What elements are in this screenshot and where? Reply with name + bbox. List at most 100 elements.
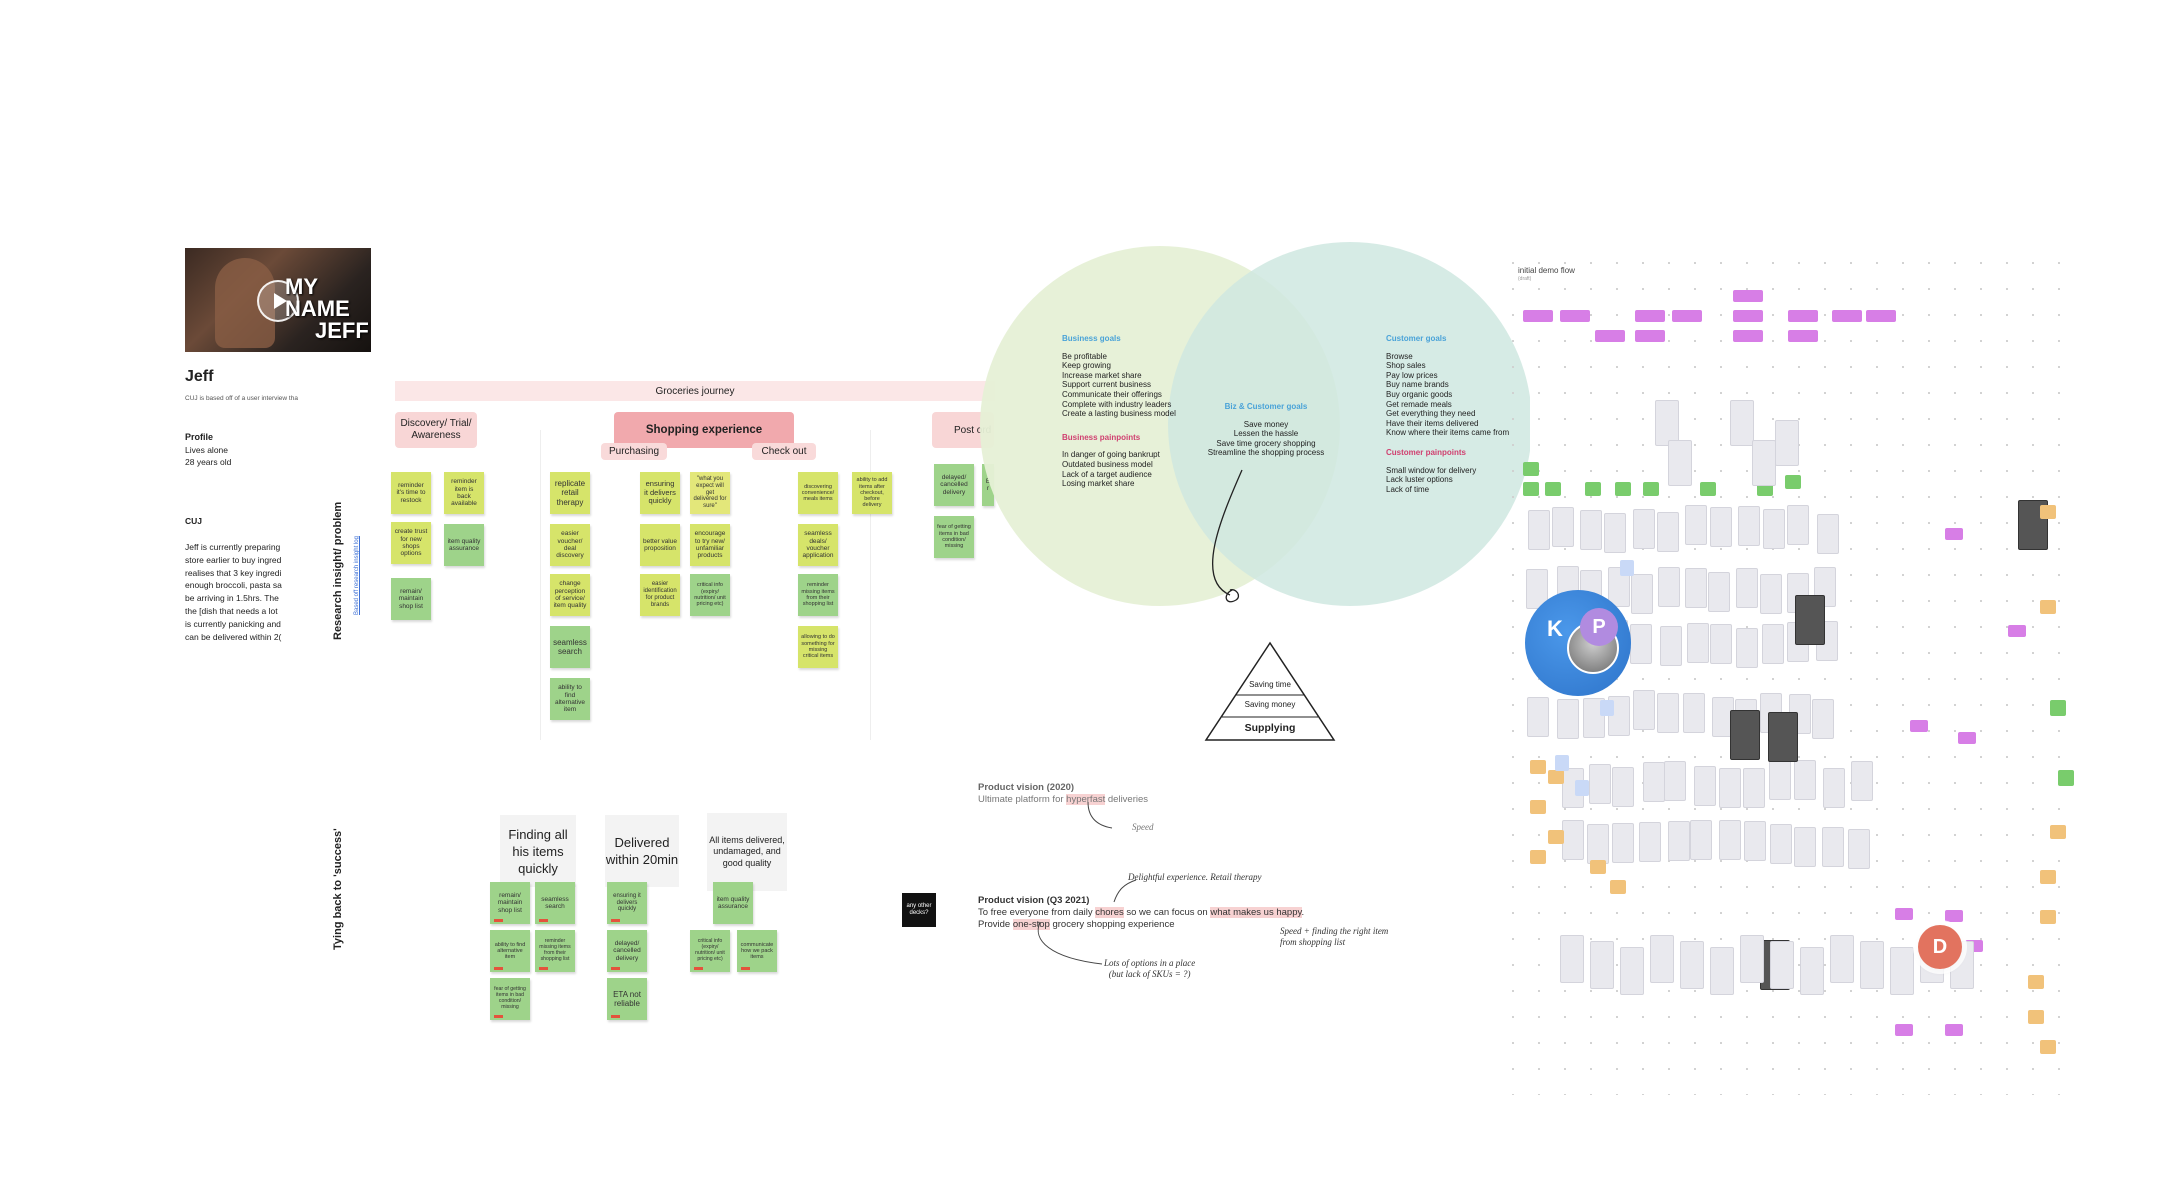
flow-sticky[interactable] xyxy=(1548,770,1564,784)
flow-screen[interactable] xyxy=(1812,699,1834,739)
flow-tag[interactable] xyxy=(1895,908,1913,920)
flow-step-card[interactable] xyxy=(1832,310,1862,322)
flow-step-card[interactable] xyxy=(1635,330,1665,342)
flow-screen[interactable] xyxy=(1694,766,1716,806)
flow-step-card[interactable] xyxy=(1672,310,1702,322)
flow-step-card[interactable] xyxy=(1635,310,1665,322)
sticky-note[interactable]: ensuring it delivers quickly xyxy=(607,882,647,924)
flow-step-card[interactable] xyxy=(1523,310,1553,322)
flow-screen[interactable] xyxy=(1795,595,1825,645)
sticky-note[interactable]: communicate how we pack items xyxy=(737,930,777,972)
flow-tag[interactable] xyxy=(1945,1024,1963,1036)
collaborator-avatar-p[interactable]: P xyxy=(1580,608,1618,646)
flow-screen[interactable] xyxy=(1730,400,1754,446)
success-card-delivered-20min[interactable]: Delivered within 20min xyxy=(605,815,679,887)
flow-step-card[interactable] xyxy=(1733,330,1763,342)
sticky-note[interactable]: easier voucher/ deal discovery xyxy=(550,524,590,566)
flow-screen[interactable] xyxy=(1589,764,1611,804)
flow-sticky[interactable] xyxy=(1620,560,1634,576)
flow-screen[interactable] xyxy=(1664,761,1686,801)
flow-sticky[interactable] xyxy=(2028,1010,2044,1024)
flow-screen[interactable] xyxy=(1590,941,1614,989)
flow-screen[interactable] xyxy=(1557,699,1579,739)
sticky-note[interactable]: remain/ maintain shop list xyxy=(490,882,530,924)
flow-screen[interactable] xyxy=(1560,935,1584,983)
flow-screen[interactable] xyxy=(1633,509,1655,549)
sticky-note[interactable]: replicate retail therapy xyxy=(550,472,590,514)
flow-sticky[interactable] xyxy=(1610,880,1626,894)
flow-screen[interactable] xyxy=(1817,514,1839,554)
flow-screen[interactable] xyxy=(1794,760,1816,800)
flow-screen[interactable] xyxy=(1719,768,1741,808)
flow-screen[interactable] xyxy=(1719,820,1741,860)
flow-step-card[interactable] xyxy=(1733,310,1763,322)
flow-step-card[interactable] xyxy=(1788,310,1818,322)
sticky-note[interactable]: better value proposition xyxy=(640,524,680,566)
flow-screen[interactable] xyxy=(1730,710,1760,760)
flow-sticky[interactable] xyxy=(1523,482,1539,496)
flow-screen[interactable] xyxy=(1736,628,1758,668)
flow-sticky[interactable] xyxy=(2050,825,2066,839)
side-link-research-log[interactable]: Based off research insight log xyxy=(354,536,360,615)
flow-step-card[interactable] xyxy=(1788,330,1818,342)
sticky-note[interactable]: reminder missing items from their shoppi… xyxy=(798,574,838,616)
sticky-note[interactable]: create trust for new shops options xyxy=(391,522,431,564)
collaborator-avatar-d[interactable]: D xyxy=(1918,925,1962,969)
flow-sticky[interactable] xyxy=(1585,482,1601,496)
sticky-note[interactable]: seamless deals/ voucher application xyxy=(798,524,838,566)
sticky-note[interactable]: reminder missing items from their shoppi… xyxy=(535,930,575,972)
sticky-note[interactable]: item quality assurance xyxy=(444,524,484,566)
flow-step-card[interactable] xyxy=(1560,310,1590,322)
flow-screen[interactable] xyxy=(1650,935,1674,983)
flow-screen[interactable] xyxy=(1687,623,1709,663)
flow-screen[interactable] xyxy=(1860,941,1884,989)
flow-screen[interactable] xyxy=(1787,505,1809,545)
sticky-note[interactable]: ETA not reliable xyxy=(607,978,647,1020)
substage-checkout[interactable]: Check out xyxy=(752,443,816,460)
flow-screen[interactable] xyxy=(1683,693,1705,733)
flow-screen[interactable] xyxy=(1770,941,1794,989)
flow-step-card[interactable] xyxy=(1733,290,1763,302)
sticky-note[interactable]: fear of getting items in bad condition/ … xyxy=(934,516,974,558)
flow-screen[interactable] xyxy=(1708,572,1730,612)
flow-sticky[interactable] xyxy=(2028,975,2044,989)
sticky-note[interactable]: item quality assurance xyxy=(713,882,753,924)
flow-tag[interactable] xyxy=(1958,732,1976,744)
flow-tag[interactable] xyxy=(2008,625,2026,637)
sticky-note[interactable]: remain/ maintain shop list xyxy=(391,578,431,620)
flow-screen[interactable] xyxy=(1620,947,1644,995)
flow-screen[interactable] xyxy=(1668,440,1692,486)
sticky-note[interactable]: seamless search xyxy=(550,626,590,668)
sticky-note[interactable]: ensuring it delivers quickly xyxy=(640,472,680,514)
success-card-quality[interactable]: All items delivered, undamaged, and good… xyxy=(707,813,787,891)
flow-screen[interactable] xyxy=(1710,507,1732,547)
flow-sticky[interactable] xyxy=(2050,700,2066,716)
flow-screen[interactable] xyxy=(1794,827,1816,867)
sticky-note[interactable]: discovering convenience/ meals items xyxy=(798,472,838,514)
flow-sticky[interactable] xyxy=(1545,482,1561,496)
flow-tag[interactable] xyxy=(1895,1024,1913,1036)
flow-screen[interactable] xyxy=(1823,768,1845,808)
flow-sticky[interactable] xyxy=(1700,482,1716,496)
collaborator-avatar-k[interactable]: K xyxy=(1525,590,1631,696)
flow-sticky[interactable] xyxy=(1530,760,1546,774)
flow-screen[interactable] xyxy=(1643,762,1665,802)
flow-screen[interactable] xyxy=(1752,440,1776,486)
flow-screen[interactable] xyxy=(1580,510,1602,550)
flow-sticky[interactable] xyxy=(1575,780,1589,796)
flow-sticky[interactable] xyxy=(2040,600,2056,614)
flow-sticky[interactable] xyxy=(1530,850,1546,864)
flow-screen[interactable] xyxy=(1822,827,1844,867)
flow-screen[interactable] xyxy=(1630,624,1652,664)
flow-tag[interactable] xyxy=(1945,910,1963,922)
sticky-note[interactable]: easier identification for product brands xyxy=(640,574,680,616)
flow-screen[interactable] xyxy=(1685,505,1707,545)
flow-step-card[interactable] xyxy=(1595,330,1625,342)
flow-screen[interactable] xyxy=(1668,821,1690,861)
flow-sticky[interactable] xyxy=(1523,462,1539,476)
flow-screen[interactable] xyxy=(1738,506,1760,546)
flow-screen[interactable] xyxy=(1680,941,1704,989)
flow-screen[interactable] xyxy=(1660,626,1682,666)
flow-sticky[interactable] xyxy=(1643,482,1659,496)
flow-screen[interactable] xyxy=(1768,712,1798,762)
